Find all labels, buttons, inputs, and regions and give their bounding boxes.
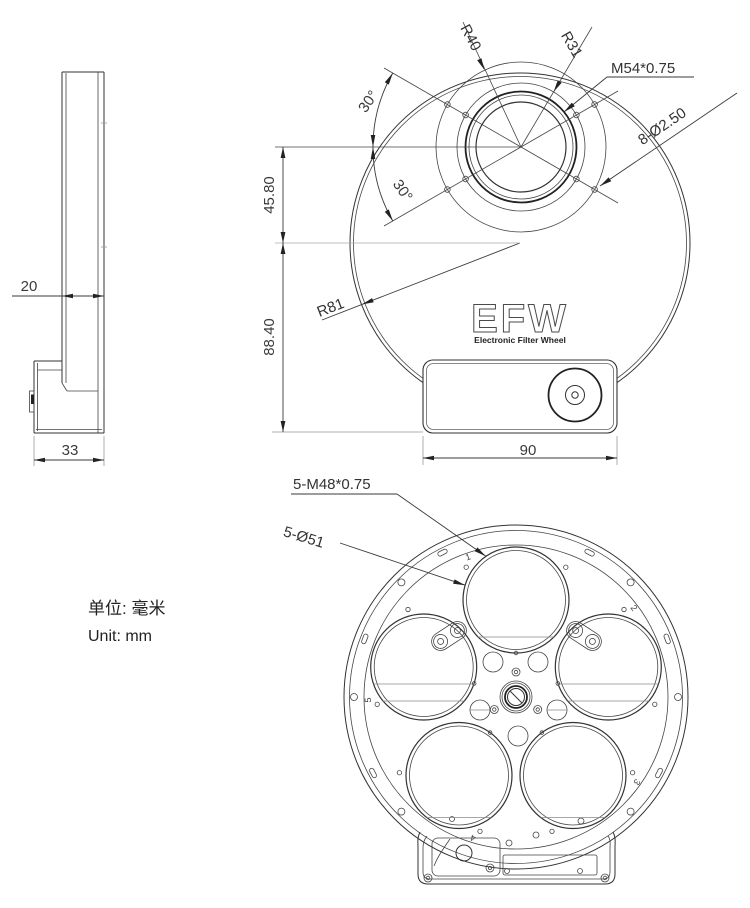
dim-90-label: 90 [520,442,537,459]
front-view: 30° 30° R40 R31 M54*0.75 8-Ø2.50 R81 [261,22,738,465]
label-thread-spec: 5-M48*0.75 [293,476,371,493]
dim-depth-label: 33 [62,442,79,459]
usb-port-contact [31,394,34,404]
side-dim-depth: 33 [33,436,105,466]
dim-88-label: 88.40 [261,318,278,356]
position-number-1: 1 [464,551,472,562]
front-logo: EFW Electronic Filter Wheel [471,297,569,346]
front-bolt-holes [444,101,598,193]
label-r40: R40 [456,22,484,54]
logo-text: EFW [471,297,569,341]
side-view: 20 33 [12,71,107,466]
unit-note-zh: 单位: 毫米 [88,599,165,618]
position-number-4: 4 [469,832,477,843]
thumb-wheel-knob [547,367,603,423]
filter-bores [370,546,662,830]
detent-arm-right [566,621,602,651]
label-r81: R81 [315,295,347,321]
logo-subtitle: Electronic Filter Wheel [474,335,566,345]
wheel-rim-outer [343,524,689,870]
dim-thickness-label: 20 [21,278,38,295]
wheel-hub [489,667,543,714]
front-width-dim: 90 [422,436,618,465]
angle-bottom-label: 30° [389,177,416,205]
front-connector-box [422,359,618,434]
back-base-housing [417,816,616,885]
unit-note: 单位: 毫米 Unit: mm [88,599,165,645]
position-number-3: 3 [631,777,642,787]
rim-features [350,548,682,834]
back-leader-labels: 5-M48*0.75 5-Ø51 [281,476,487,586]
side-view-outline [29,71,107,434]
hub-screw-slot [509,690,523,704]
detent-arm-left [431,621,467,651]
label-thread: M54*0.75 [611,60,675,77]
front-leader-labels: R40 R31 M54*0.75 8-Ø2.50 [456,22,738,187]
web-holes [469,650,568,747]
angle-top-label: 30° [355,88,382,116]
position-numbers: 1 2 3 4 5 [363,551,643,843]
position-number-5: 5 [363,697,373,702]
back-view: 1 2 3 4 5 5-M48*0.75 5-Ø51 [281,476,689,885]
position-number-2: 2 [628,603,639,613]
label-r31: R31 [557,29,585,61]
unit-note-en: Unit: mm [88,628,152,645]
side-dim-thickness: 20 [12,278,104,299]
dim-45-label: 45.80 [261,176,278,214]
front-vertical-dims: 45.80 88.40 [261,147,520,433]
label-bore-spec: 5-Ø51 [281,523,326,551]
